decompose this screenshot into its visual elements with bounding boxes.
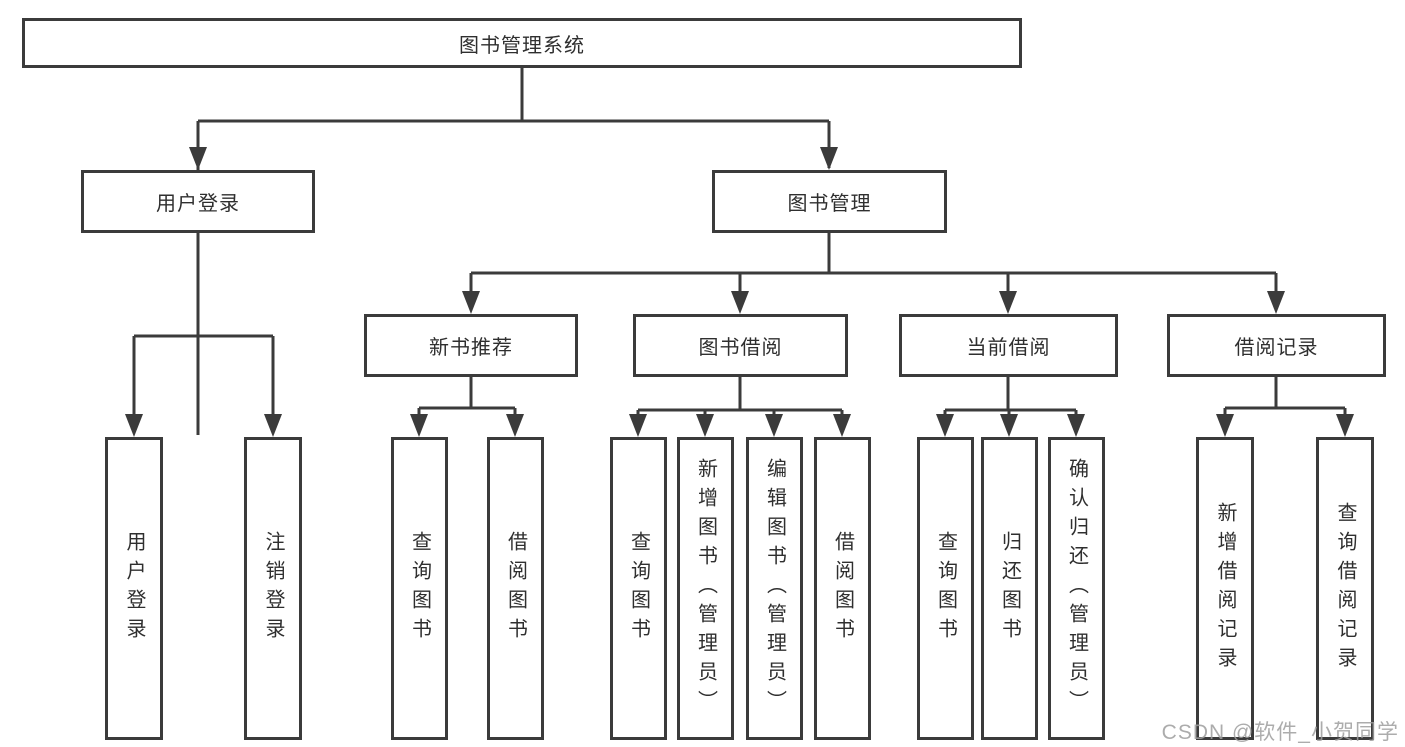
arrowhead-icon bbox=[410, 414, 428, 437]
node-logout: 注销登录 bbox=[244, 437, 302, 740]
node-borrow-records: 借阅记录 bbox=[1167, 314, 1386, 377]
arrowhead-icon bbox=[264, 414, 282, 437]
node-recommend-query-book: 查询图书 bbox=[391, 437, 448, 740]
node-records-query-record: 查询借阅记录 bbox=[1316, 437, 1374, 740]
arrowhead-icon bbox=[506, 414, 524, 437]
node-label: 借阅图书 bbox=[831, 530, 854, 647]
node-label: 归还图书 bbox=[998, 530, 1021, 647]
edges-current-borrow bbox=[936, 377, 1085, 437]
node-label: 查询图书 bbox=[408, 530, 431, 647]
node-current-query-book: 查询图书 bbox=[917, 437, 974, 740]
node-label: 当前借阅 bbox=[966, 337, 1051, 359]
arrowhead-icon bbox=[462, 291, 480, 314]
arrowhead-icon bbox=[1067, 414, 1085, 437]
arrowhead-icon bbox=[765, 414, 783, 437]
node-library-system: 图书管理系统 bbox=[22, 18, 1022, 68]
node-label: 图书管理 bbox=[787, 193, 872, 215]
edges-book-borrow bbox=[629, 377, 851, 437]
edges-borrow-records bbox=[1216, 377, 1354, 437]
arrowhead-icon bbox=[189, 147, 207, 170]
arrowhead-icon bbox=[1000, 414, 1018, 437]
node-book-management: 图书管理 bbox=[712, 170, 947, 233]
edges-user-login bbox=[125, 233, 282, 437]
arrowhead-icon bbox=[999, 291, 1017, 314]
edges-book-management bbox=[462, 233, 1285, 314]
arrowhead-icon bbox=[1216, 414, 1234, 437]
arrowhead-icon bbox=[629, 414, 647, 437]
node-borrow-add-book-admin: 新增图书（管理员） bbox=[677, 437, 734, 740]
node-label: 借阅图书 bbox=[504, 530, 527, 647]
node-label: 查询借阅记录 bbox=[1334, 501, 1356, 676]
node-records-add-record: 新增借阅记录 bbox=[1196, 437, 1254, 740]
edge-line bbox=[132, 233, 275, 433]
edge-line bbox=[636, 377, 844, 433]
node-label: 借阅记录 bbox=[1234, 337, 1319, 359]
edge-line bbox=[469, 233, 1278, 310]
node-user-login-leaf: 用户登录 bbox=[105, 437, 163, 740]
node-label: 新增图书（管理员） bbox=[694, 458, 717, 719]
node-current-confirm-return-admin: 确认归还（管理员） bbox=[1048, 437, 1105, 740]
edge-line bbox=[196, 68, 831, 435]
arrowhead-icon bbox=[731, 291, 749, 314]
node-label: 图书借阅 bbox=[698, 337, 783, 359]
node-label: 编辑图书（管理员） bbox=[763, 458, 786, 719]
arrowhead-icon bbox=[1267, 291, 1285, 314]
node-new-book-recommend: 新书推荐 bbox=[364, 314, 578, 377]
node-book-borrow: 图书借阅 bbox=[633, 314, 848, 377]
arrowhead-icon bbox=[833, 414, 851, 437]
edge-line bbox=[1223, 377, 1347, 433]
arrowhead-icon bbox=[696, 414, 714, 437]
arrowhead-icon bbox=[820, 147, 838, 170]
node-label: 查询图书 bbox=[627, 530, 650, 647]
arrowhead-icon bbox=[1336, 414, 1354, 437]
node-current-return-book: 归还图书 bbox=[981, 437, 1038, 740]
node-borrow-edit-book-admin: 编辑图书（管理员） bbox=[746, 437, 803, 740]
edges-new-book-recommend bbox=[410, 377, 524, 437]
node-label: 新书推荐 bbox=[429, 337, 513, 359]
edges-root bbox=[189, 68, 838, 435]
node-label: 用户登录 bbox=[123, 530, 145, 647]
node-label: 图书管理系统 bbox=[459, 34, 585, 57]
watermark: CSDN @软件_小贺同学 bbox=[1161, 721, 1399, 744]
node-recommend-borrow-book: 借阅图书 bbox=[487, 437, 544, 740]
arrowhead-icon bbox=[936, 414, 954, 437]
arrowhead-icon bbox=[125, 414, 143, 437]
node-label: 确认归还（管理员） bbox=[1065, 458, 1088, 719]
node-label: 用户登录 bbox=[156, 193, 240, 215]
node-user-login: 用户登录 bbox=[81, 170, 315, 233]
node-label: 注销登录 bbox=[262, 530, 284, 647]
node-current-borrow: 当前借阅 bbox=[899, 314, 1118, 377]
node-label: 查询图书 bbox=[934, 530, 957, 647]
edge-line bbox=[417, 377, 517, 433]
node-borrow-query-book: 查询图书 bbox=[610, 437, 667, 740]
node-borrow-borrow-book: 借阅图书 bbox=[814, 437, 871, 740]
node-label: 新增借阅记录 bbox=[1214, 501, 1236, 676]
